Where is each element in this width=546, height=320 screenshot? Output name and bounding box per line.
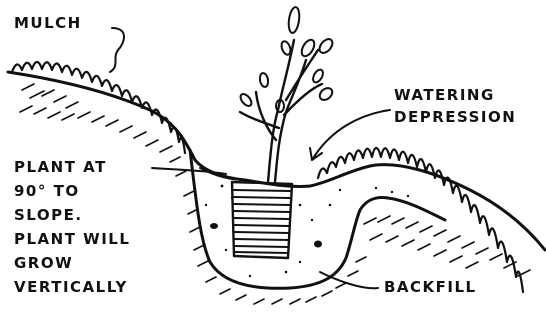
plant-leaves bbox=[238, 6, 335, 112]
label-plant-line2: 90° TO bbox=[14, 182, 80, 200]
plant-angle-leader-line bbox=[152, 168, 226, 174]
root-ball bbox=[232, 182, 292, 258]
label-plant-line1: PLANT AT bbox=[14, 158, 107, 176]
label-backfill: BACKFILL bbox=[384, 278, 477, 296]
label-plant-line6: VERTICALLY bbox=[14, 278, 128, 296]
mulch-leader-line bbox=[110, 28, 124, 72]
planting-hole-outline bbox=[190, 150, 445, 288]
label-plant-line4: PLANT WILL bbox=[14, 230, 130, 248]
label-depression: DEPRESSION bbox=[394, 108, 516, 126]
backfill-leader-line bbox=[320, 272, 378, 288]
label-plant-line3: SLOPE. bbox=[14, 206, 83, 224]
label-plant-line5: GROW bbox=[14, 254, 73, 272]
label-mulch: MULCH bbox=[14, 14, 82, 32]
label-watering: WATERING bbox=[394, 86, 495, 104]
